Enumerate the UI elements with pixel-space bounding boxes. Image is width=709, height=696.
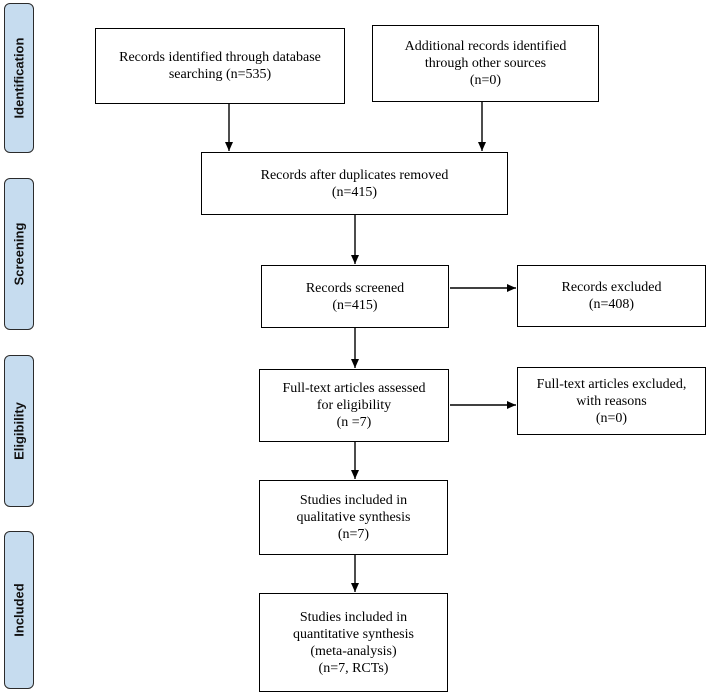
box-database-records-text: Records identified through database sear… <box>119 50 321 82</box>
box-other-sources-text: Additional records identified through ot… <box>404 39 567 88</box>
box-qualitative-synthesis: Studies included in qualitative synthesi… <box>259 480 448 555</box>
box-records-excluded-text: Records excluded (n=408) <box>561 280 662 312</box>
phase-included-label: Included <box>4 531 34 689</box>
box-fulltext-excluded-text: Full-text articles excluded, with reason… <box>536 376 687 426</box>
box-other-sources: Additional records identified through ot… <box>372 25 599 102</box>
box-after-duplicates-text: Records after duplicates removed (n=415) <box>260 167 449 200</box>
box-records-excluded: Records excluded (n=408) <box>517 265 706 327</box>
box-after-duplicates: Records after duplicates removed (n=415) <box>201 152 508 215</box>
box-qualitative-synthesis-text: Studies included in qualitative synthesi… <box>296 493 411 542</box>
box-quantitative-synthesis: Studies included in quantitative synthes… <box>259 593 448 692</box>
box-records-screened: Records screened (n=415) <box>261 265 449 328</box>
box-quantitative-synthesis-text: Studies included in quantitative synthes… <box>293 609 414 676</box>
box-fulltext-excluded: Full-text articles excluded, with reason… <box>517 367 706 435</box>
box-fulltext-assessed: Full-text articles assessed for eligibil… <box>259 369 449 442</box>
phase-screening-label: Screening <box>4 178 34 330</box>
box-database-records: Records identified through database sear… <box>95 28 345 104</box>
phase-identification-label: Identification <box>4 3 34 153</box>
box-records-screened-text: Records screened (n=415) <box>305 280 405 313</box>
phase-eligibility-label: Eligibility <box>4 355 34 507</box>
box-fulltext-assessed-text: Full-text articles assessed for eligibil… <box>282 381 426 430</box>
